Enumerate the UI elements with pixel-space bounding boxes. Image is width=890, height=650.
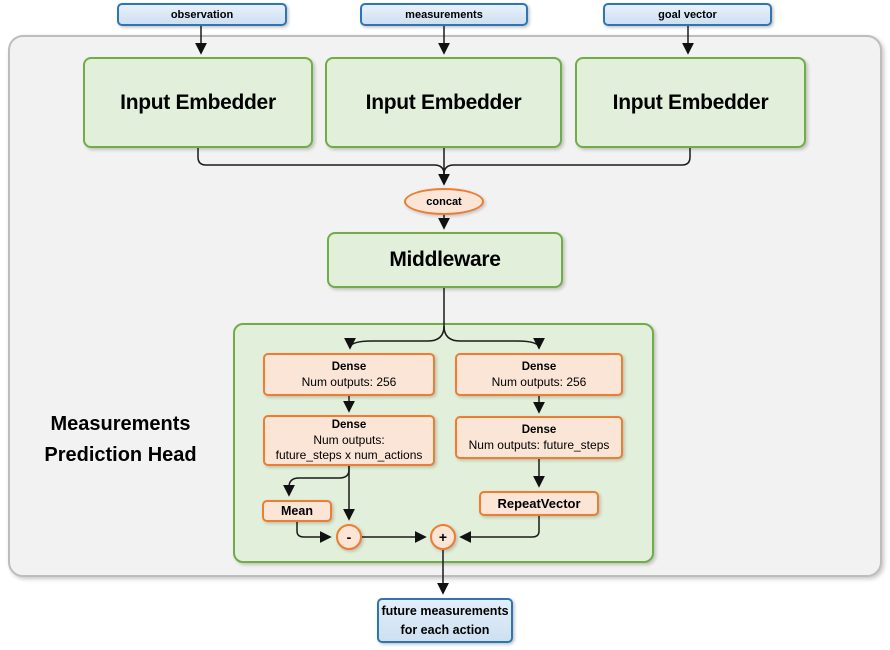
dense-left-2-box: Dense Num outputs: future_steps x num_ac… xyxy=(263,415,435,466)
dense-right-2-sub: Num outputs: future_steps xyxy=(468,437,610,452)
dense-left-1-title: Dense xyxy=(331,360,367,373)
dense-right-2-title: Dense xyxy=(521,423,557,436)
input-embedder-box-1: Input Embedder xyxy=(83,57,313,148)
input-embedder-box-3: Input Embedder xyxy=(575,57,806,148)
dense-right-1-box: Dense Num outputs: 256 xyxy=(455,353,623,396)
output-label-line2: for each action xyxy=(400,622,490,637)
plus-node: + xyxy=(430,524,456,550)
dense-left-1-sub: Num outputs: 256 xyxy=(301,374,397,389)
mean-box: Mean xyxy=(262,500,332,522)
concat-node: concat xyxy=(404,188,484,215)
dense-left-2-sub2: future_steps x num_actions xyxy=(275,448,423,462)
prediction-head-title: Measurements Prediction Head xyxy=(18,409,223,471)
dense-left-2-title: Dense xyxy=(331,419,367,431)
dense-left-1-box: Dense Num outputs: 256 xyxy=(263,353,435,396)
input-label-measurements: measurements xyxy=(360,3,528,26)
input-label-observation: observation xyxy=(117,3,287,26)
minus-node: - xyxy=(336,524,362,550)
output-label-line1: future measurements xyxy=(381,603,509,618)
prediction-head-title-line2: Prediction Head xyxy=(44,444,197,466)
output-label-box: future measurements for each action xyxy=(377,598,513,643)
dense-right-1-sub: Num outputs: 256 xyxy=(491,374,587,389)
dense-right-1-title: Dense xyxy=(521,360,557,373)
prediction-head-title-line1: Measurements xyxy=(50,413,191,435)
repeat-vector-box: RepeatVector xyxy=(479,491,599,516)
middleware-box: Middleware xyxy=(327,232,563,288)
input-embedder-box-2: Input Embedder xyxy=(325,57,562,148)
dense-right-2-box: Dense Num outputs: future_steps xyxy=(455,416,623,459)
input-label-goal-vector: goal vector xyxy=(603,3,772,26)
dense-left-2-sub1: Num outputs: xyxy=(313,433,385,447)
